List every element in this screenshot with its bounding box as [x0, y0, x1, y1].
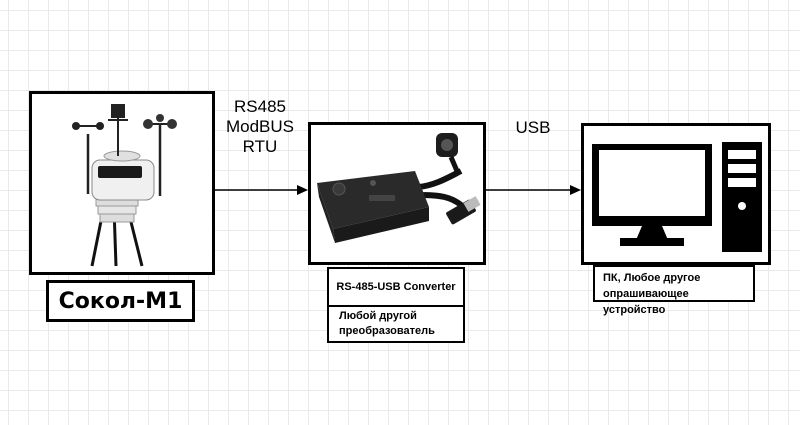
arrowhead-converter [297, 185, 308, 195]
pc-icon [592, 142, 762, 252]
pc-label-line: опрашивающее устройство [603, 288, 689, 316]
pc-box [581, 123, 771, 265]
arrowhead-pc [570, 185, 581, 195]
protocol-line: RS485 [234, 97, 286, 116]
converter-device-icon [317, 133, 481, 243]
converter-alternative: Любой другой преобразователь [329, 307, 463, 341]
protocol-line: RTU [242, 137, 278, 156]
converter-alt-line: Любой другой [339, 310, 417, 322]
weather-station-box [29, 91, 215, 275]
converter-title: RS-485-USB Converter [329, 269, 463, 307]
pc-label: ПК, Любое другое опрашивающее устройство [593, 265, 755, 316]
protocol-line: ModBUS [225, 117, 295, 136]
pc-label-line: ПК, Любое другое [603, 272, 701, 284]
station-name-label: Сокол-М1 [46, 280, 195, 322]
converter-label-table: RS-485-USB Converter Любой другой преобр… [327, 267, 465, 343]
converter-alt-line: преобразователь [339, 325, 435, 337]
usb-label: USB [515, 118, 551, 137]
converter-box [308, 122, 486, 265]
weather-station-icon [72, 104, 177, 267]
rs485-modbus-label: RS485 ModBUS RTU [218, 97, 302, 157]
